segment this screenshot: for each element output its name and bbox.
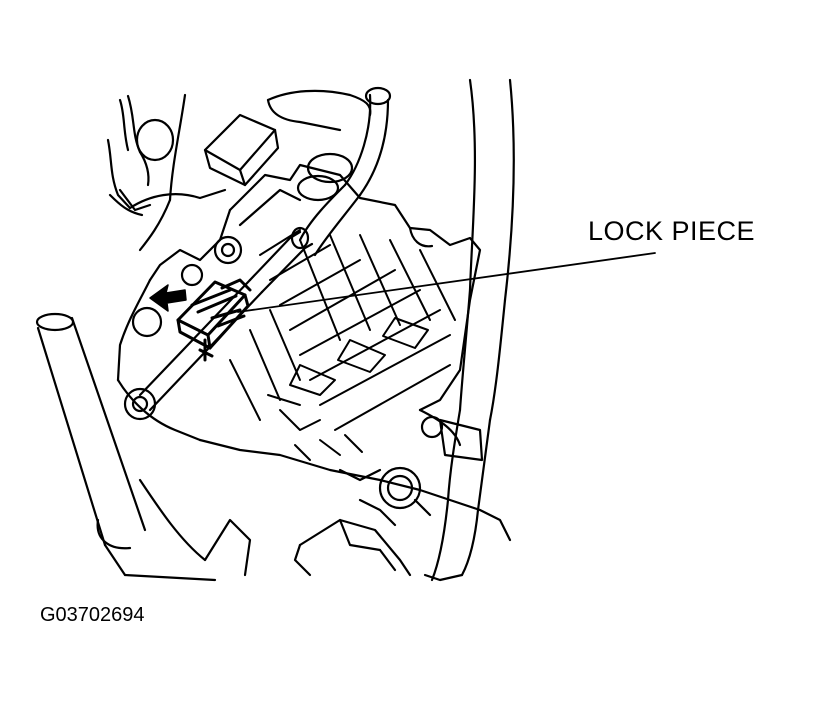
case-lower-edge [380, 410, 510, 540]
arrow-left-icon [150, 285, 186, 311]
lower-bracket [295, 470, 430, 575]
lock-piece-label: LOCK PIECE [588, 216, 756, 246]
shift-cable [298, 88, 390, 255]
lever-bar [37, 314, 250, 580]
right-cable [425, 80, 514, 580]
connector-block [205, 91, 370, 185]
harness-clamp [108, 95, 225, 250]
transmission-case [118, 165, 480, 480]
bolts [125, 237, 442, 508]
lock-piece [178, 280, 250, 360]
figure-code: G03702694 [40, 604, 145, 626]
callout-leader-line [238, 253, 655, 312]
